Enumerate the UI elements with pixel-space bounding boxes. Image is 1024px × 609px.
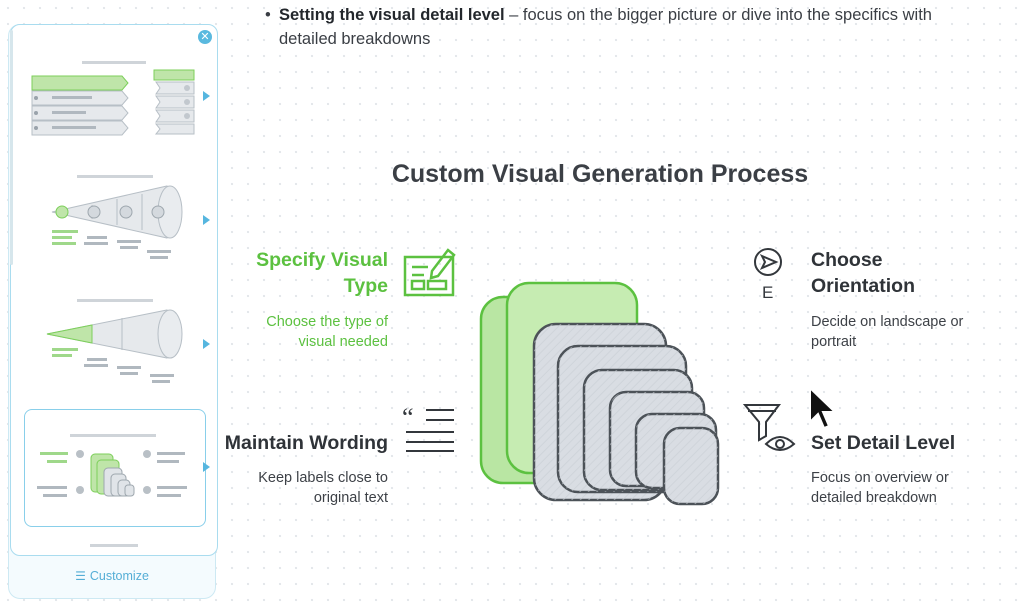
close-icon[interactable]: ✕ <box>198 30 212 44</box>
bullet-bold: Setting the visual detail level <box>279 6 505 24</box>
scrollbar[interactable] <box>10 30 13 265</box>
sliders-icon: ☰ <box>75 569 86 583</box>
item-desc-line: visual needed <box>298 334 389 350</box>
item-desc-line: original text <box>313 490 388 506</box>
thumbnail-cone-funnel[interactable] <box>22 296 208 408</box>
mouse-cursor-icon <box>809 386 838 430</box>
item-choose-orientation-title: Choose Orientation <box>811 247 1011 299</box>
compass-icon: E <box>754 248 782 302</box>
item-title-line: Specify Visual <box>256 249 388 271</box>
item-specify-visual-type-title: Specify Visual Type <box>200 247 388 299</box>
item-choose-orientation-desc: Decide on landscape or portrait <box>811 312 1011 352</box>
svg-text:E: E <box>762 283 773 302</box>
item-desc-line: detailed breakdown <box>811 490 937 506</box>
bullet-dot: • <box>265 6 271 24</box>
thumbnail-stacked-squares[interactable] <box>24 409 206 527</box>
filter-eye-icon <box>742 404 796 451</box>
item-set-detail-level-title: Set Detail Level <box>811 432 956 454</box>
thumbnail-layered-arrows[interactable] <box>22 58 208 170</box>
item-title-line: Choose <box>811 249 883 271</box>
quote-lines-icon: “ <box>402 404 454 452</box>
apply-arrow-icon[interactable] <box>203 339 210 349</box>
item-set-detail-level-desc: Focus on overview or detailed breakdown <box>811 468 1011 508</box>
item-title-line: Type <box>343 275 388 297</box>
customize-label: Customize <box>89 569 149 583</box>
visual-title: Custom Visual Generation Process <box>391 160 809 188</box>
item-desc-line: Keep labels close to <box>258 470 388 486</box>
visual-editor-icon <box>403 248 456 297</box>
apply-arrow-icon[interactable] <box>203 215 210 225</box>
item-maintain-wording-title: Maintain Wording <box>224 432 388 454</box>
svg-text:“: “ <box>402 404 414 432</box>
item-title-line: Orientation <box>811 275 916 297</box>
item-specify-visual-type-desc: Choose the type of visual needed <box>200 312 388 352</box>
thumbnail-cone-circles[interactable] <box>22 172 208 284</box>
apply-arrow-icon[interactable] <box>203 462 210 472</box>
item-desc-line: Decide on landscape or <box>811 314 964 330</box>
item-desc-line: portrait <box>811 334 857 350</box>
item-maintain-wording-desc: Keep labels close to original text <box>200 468 388 508</box>
thumbnail-divider <box>90 544 138 547</box>
bullet-text: Setting the visual detail level – focus … <box>279 3 969 51</box>
bullet-rest: – focus on the bigger picture or dive in… <box>279 6 932 48</box>
item-desc-line: Focus on overview or <box>811 470 949 486</box>
customize-button[interactable]: ☰Customize <box>8 556 216 596</box>
stacked-squares-graphic <box>479 281 720 506</box>
item-desc-line: Choose the type of <box>266 314 388 330</box>
apply-arrow-icon[interactable] <box>203 91 210 101</box>
